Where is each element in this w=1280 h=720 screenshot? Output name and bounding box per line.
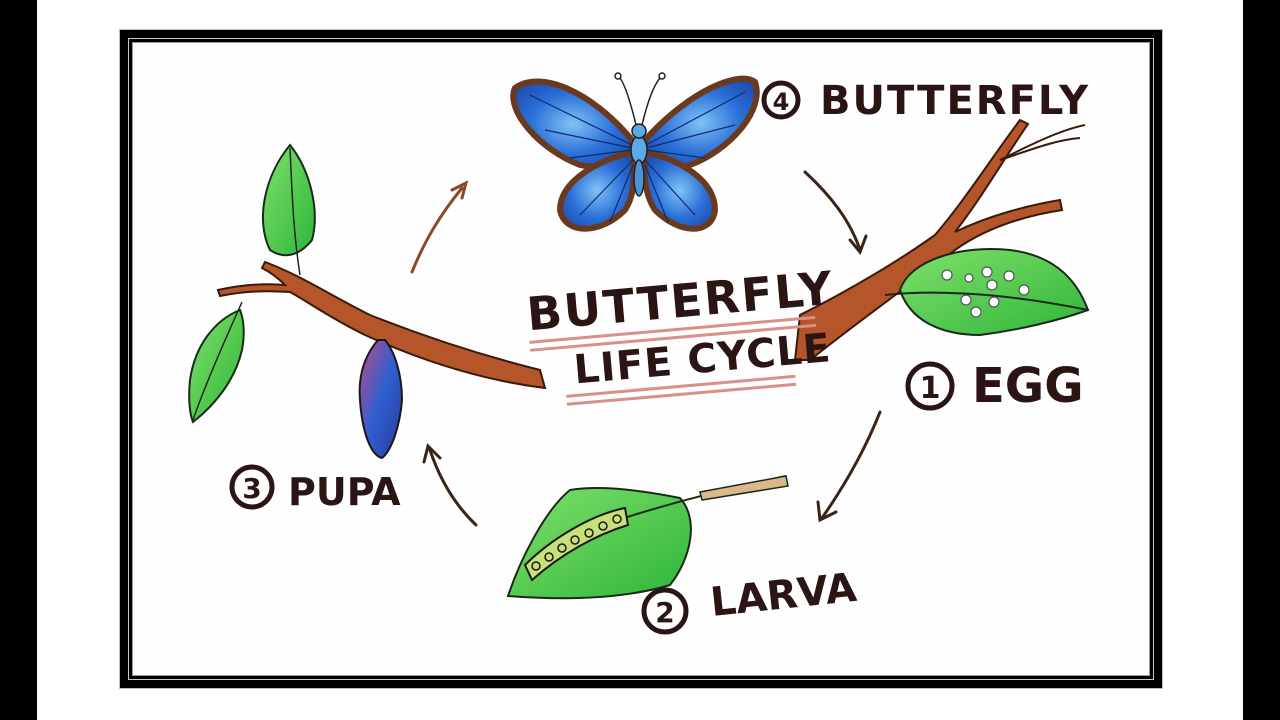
arrow-larva-to-pupa-icon <box>428 448 478 527</box>
svg-text:PUPA: PUPA <box>288 470 401 514</box>
left-letterbox-bar <box>0 0 37 720</box>
pupa-branch-illustration <box>188 143 547 460</box>
svg-text:EGG: EGG <box>972 358 1084 414</box>
svg-text:BUTTERFLY: BUTTERFLY <box>820 78 1090 124</box>
svg-text:1: 1 <box>920 371 941 406</box>
svg-text:LARVA: LARVA <box>708 565 858 626</box>
arrow-pupa-to-butterfly-icon <box>410 186 464 274</box>
stage-1-label: 1 EGG <box>905 358 1084 414</box>
svg-text:3: 3 <box>242 472 261 505</box>
svg-text:4: 4 <box>773 88 790 116</box>
arrow-butterfly-to-egg-icon <box>803 170 862 252</box>
eggs-icon <box>941 266 1030 318</box>
stage-3-label: 3 PUPA <box>229 464 401 514</box>
right-letterbox-bar <box>1243 0 1280 720</box>
number-circle-icon <box>641 587 689 635</box>
number-circle-icon <box>761 80 801 120</box>
number-circle-icon <box>229 464 275 510</box>
arrow-egg-to-larva-icon <box>820 410 882 520</box>
stage-4-label: 4 BUTTERFLY <box>761 78 1090 124</box>
caterpillar-icon <box>523 506 630 582</box>
egg-leaf-illustration <box>884 248 1090 337</box>
cycle-arrows <box>410 170 882 527</box>
chrysalis-icon <box>358 339 404 460</box>
larva-leaf-illustration <box>506 475 789 600</box>
svg-text:2: 2 <box>655 596 674 629</box>
number-circle-icon <box>905 361 955 411</box>
butterfly-illustration <box>510 72 760 232</box>
diagram-title: BUTTERFLY LIFE CYCLE <box>525 261 836 406</box>
